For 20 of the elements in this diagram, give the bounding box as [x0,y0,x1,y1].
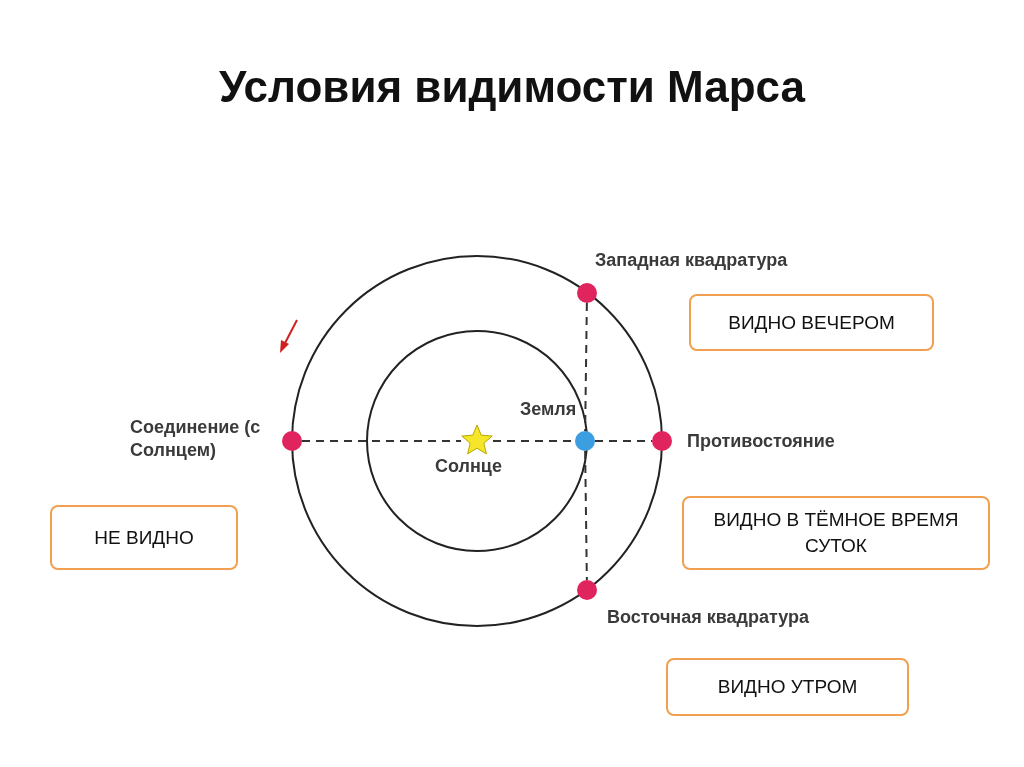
mars-position-dot [577,580,597,600]
mars-position-dot [282,431,302,451]
point-label: Восточная квадратура [607,606,810,629]
dashed-line [301,440,462,442]
dashed-line [584,450,588,581]
point-label: Солнце [435,455,502,478]
text-box: ВИДНО В ТЁМНОЕ ВРЕМЯ СУТОК [682,496,990,570]
title: Условия видимости Марса [218,62,807,112]
point-label: Противостояние [687,430,835,453]
point-label: Земля [520,398,577,421]
mars-position-dot [577,283,597,303]
mars-position-dot [652,431,672,451]
earth-dot [575,431,595,451]
point-label: Соединение (с Солнцем) [130,416,262,463]
text-box: ВИДНО УТРОМ [666,658,909,716]
point-label: Западная квадратура [595,249,788,272]
sun-star-icon [461,424,493,455]
text-box: ВИДНО ВЕЧЕРОМ [689,294,934,351]
dashed-line [584,302,588,432]
text-box: НЕ ВИДНО [50,505,238,570]
